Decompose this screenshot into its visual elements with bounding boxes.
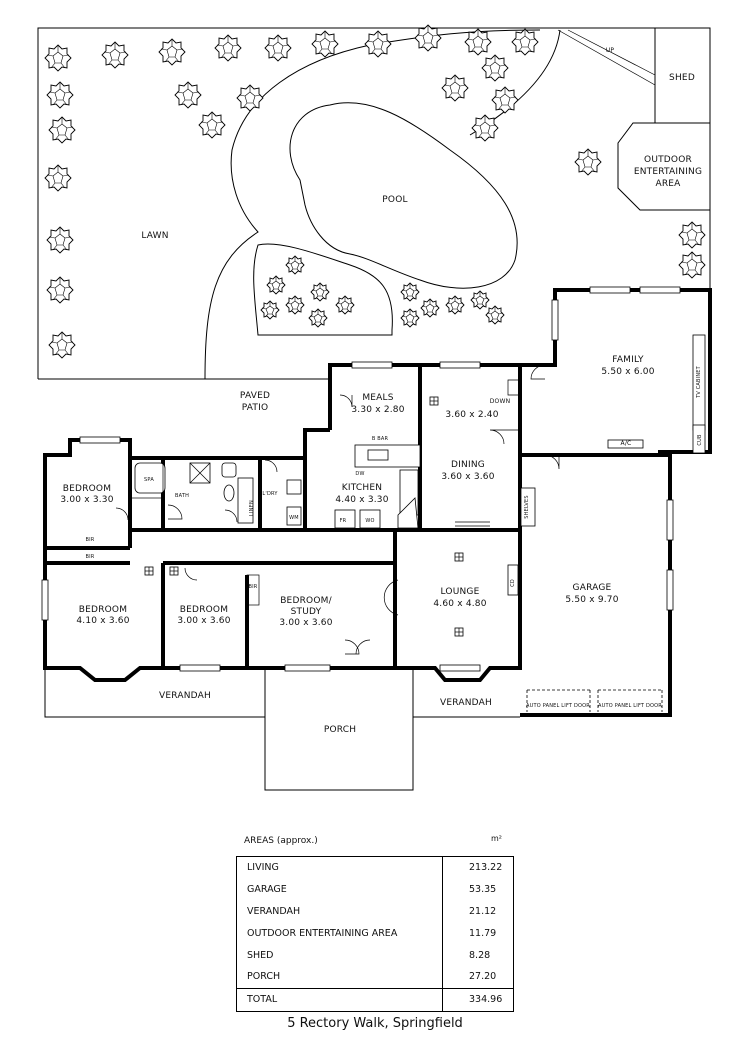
total-label: TOTAL xyxy=(236,987,443,1012)
table-row: GARAGE 53.35 xyxy=(237,878,514,901)
wo-label: WO xyxy=(365,518,374,524)
areas-rows: LIVING 213.22 GARAGE 53.35 VERANDAH 21.1… xyxy=(236,857,514,1012)
area-value: 27.20 xyxy=(442,965,514,989)
outdoor-entertaining-label-1: OUTDOOR xyxy=(644,155,692,165)
area-label: SHED xyxy=(247,949,274,961)
kitchen-label: KITCHEN xyxy=(342,483,382,493)
room-labels: LAWN POOL SHED UP OUTDOOR ENTERTAINING A… xyxy=(60,47,703,735)
bedroom3-size: 3.00 x 3.60 xyxy=(177,616,230,626)
table-row: LIVING 213.22 xyxy=(237,857,514,879)
bath-label: BATH xyxy=(175,493,189,499)
family-label: FAMILY xyxy=(612,355,644,365)
table-row: PORCH 27.20 xyxy=(237,965,514,989)
area-value: 8.28 xyxy=(442,944,514,966)
verandah-label-2: VERANDAH xyxy=(440,698,492,708)
area-value: 53.35 xyxy=(442,878,514,901)
bir-label-3: BIR xyxy=(249,584,258,590)
areas-heading: AREAS (approx.) xyxy=(244,836,318,846)
meals-size: 3.30 x 2.80 xyxy=(351,405,404,415)
kitchen-size: 4.40 x 3.30 xyxy=(335,495,388,505)
bedroom1-label: BEDROOM xyxy=(63,484,111,494)
bedroom2-size: 4.10 x 3.60 xyxy=(76,616,129,626)
study-size: 3.00 x 3.60 xyxy=(279,618,332,628)
pool-label: POOL xyxy=(382,195,407,205)
total-row: TOTAL 334.96 xyxy=(236,987,514,1012)
auto-door-label-2: AUTO PANEL LIFT DOOR xyxy=(598,703,662,709)
paved-patio-label-2: PATIO xyxy=(242,403,269,413)
tv-cabinet-label: TV CABINET xyxy=(696,365,702,399)
shed-label: SHED xyxy=(669,73,695,83)
lounge-size: 4.60 x 4.80 xyxy=(433,599,486,609)
up-label: UP xyxy=(606,47,615,54)
areas-unit: m² xyxy=(491,834,502,843)
cd-label: CD xyxy=(510,579,516,587)
bedroom3-label: BEDROOM xyxy=(180,605,228,615)
total-value: 334.96 xyxy=(442,987,514,1012)
meals-label: MEALS xyxy=(362,393,393,403)
outdoor-entertaining-label-2: ENTERTAINING xyxy=(634,167,702,177)
dining-label: DINING xyxy=(451,460,485,470)
dining-size: 3.60 x 3.60 xyxy=(441,472,494,482)
shelves-label: SHELVES xyxy=(524,495,530,518)
area-value: 213.22 xyxy=(442,857,514,879)
property-address: 5 Rectory Walk, Springfield xyxy=(287,1016,463,1031)
area-label: VERANDAH xyxy=(247,905,301,917)
meals2-size: 3.60 x 2.40 xyxy=(445,410,498,420)
verandah-label-1: VERANDAH xyxy=(159,691,211,701)
family-size: 5.50 x 6.00 xyxy=(601,367,654,377)
area-label: GARAGE xyxy=(247,884,287,896)
outdoor-structures xyxy=(44,668,520,791)
bir-label-1: BIR xyxy=(86,537,95,543)
bedroom2-label: BEDROOM xyxy=(79,605,127,615)
area-value: 21.12 xyxy=(442,900,514,923)
garden xyxy=(37,24,711,380)
study-label-1: BEDROOM/ xyxy=(280,596,332,606)
bir-label-2: BIR xyxy=(86,554,95,560)
dw-label: DW xyxy=(355,471,364,477)
spa-label: SPA xyxy=(144,477,154,483)
fixtures xyxy=(41,286,706,712)
table-row: OUTDOOR ENTERTAINING AREA 11.79 xyxy=(237,922,514,945)
down-label: DOWN xyxy=(490,398,511,405)
garage-size: 5.50 x 9.70 xyxy=(565,595,618,605)
wm-label: WM xyxy=(289,515,299,521)
area-label: PORCH xyxy=(247,971,281,983)
bedroom1-size: 3.00 x 3.30 xyxy=(60,495,113,505)
lawn-label: LAWN xyxy=(141,231,168,241)
paved-patio-label-1: PAVED xyxy=(240,391,270,401)
area-label: LIVING xyxy=(247,862,279,874)
ac-label: A/C xyxy=(621,440,632,447)
porch-label: PORCH xyxy=(324,725,356,735)
table-row: SHED 8.28 xyxy=(237,944,514,966)
cupboard-label: CUB xyxy=(697,434,703,446)
ldry-label: L'DRY xyxy=(262,491,278,497)
table-row: VERANDAH 21.12 xyxy=(237,900,514,923)
area-label: OUTDOOR ENTERTAINING AREA xyxy=(247,927,398,939)
area-value: 11.79 xyxy=(442,922,514,945)
study-label-2: STUDY xyxy=(291,607,322,617)
auto-door-label-1: AUTO PANEL LIFT DOOR xyxy=(526,703,590,709)
fr-label: FR xyxy=(340,518,347,524)
b-bar-label: B BAR xyxy=(372,436,389,442)
garage-label: GARAGE xyxy=(573,583,612,593)
linen-label: LINEN xyxy=(249,500,255,516)
outdoor-entertaining-label-3: AREA xyxy=(655,179,681,189)
areas-table: AREAS (approx.) m² LIVING 213.22 GARAGE … xyxy=(236,834,514,1012)
lounge-label: LOUNGE xyxy=(441,587,480,597)
